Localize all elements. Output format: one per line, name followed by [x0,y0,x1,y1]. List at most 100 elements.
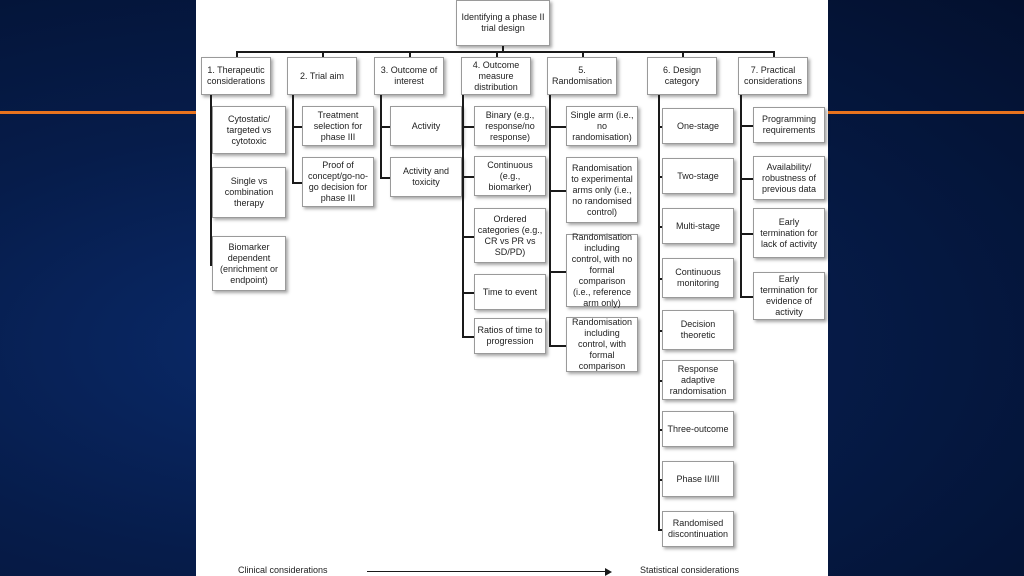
item-box-4-4-label: Time to event [482,286,538,297]
spine-line-5 [549,95,551,346]
branch-line-4-2 [462,176,474,178]
header-connector-3 [409,51,411,57]
accent-line-left [0,111,196,114]
item-box-5-4-label: Randomisation including control, with fo… [571,317,633,371]
branch-line-5-1 [549,126,566,128]
item-box-7-2-label: Availability/ robustness of previous dat… [761,161,817,194]
branch-line-2-2 [292,182,302,184]
branch-line-6-6 [658,380,662,382]
branch-line-6-8 [658,479,662,481]
footer-right-label: Statistical considerations [640,565,740,575]
root-connector [502,46,504,52]
item-box-5-1-label: Single arm (i.e., no randomisation) [570,109,634,142]
item-box-1-3: Biomarker dependent (enrichment or endpo… [212,236,286,291]
item-box-6-4: Continuous monitoring [662,258,734,298]
branch-line-4-5 [462,336,474,338]
item-box-4-3: Ordered categories (e.g., CR vs PR vs SD… [474,208,546,263]
branch-line-1-3 [210,263,212,266]
item-box-6-5-label: Decision theoretic [680,319,716,340]
column-header-7: 7. Practical considerations [738,57,808,95]
item-box-4-2-label: Continuous (e.g., biomarker) [487,159,533,192]
item-box-5-3: Randomisation including control, with no… [566,232,638,308]
branch-line-3-1 [380,126,390,128]
column-header-6: 6. Design category [647,57,717,95]
branch-line-6-4 [658,278,662,280]
item-box-6-6: Response adaptive randomisation [662,360,734,400]
item-box-6-3: Multi-stage [662,208,734,244]
item-box-6-8-label: Phase II/III [676,473,720,484]
header-connector-2 [322,51,324,57]
item-box-1-3-label: Biomarker dependent (enrichment or endpo… [219,241,279,285]
branch-line-5-4 [549,344,566,347]
item-box-2-1: Treatment selection for phase III [302,106,374,146]
branch-line-4-3 [462,235,474,238]
header-connector-5 [582,51,584,57]
column-header-1-label: 1. Therapeutic considerations [206,65,266,86]
column-header-3: 3. Outcome of interest [374,57,444,95]
item-box-4-4: Time to event [474,274,546,310]
item-box-6-4-label: Continuous monitoring [675,267,721,288]
header-connector-7 [773,51,775,57]
branch-line-4-1 [462,126,474,128]
footer-left-label: Clinical considerations [238,565,328,575]
spine-line-2 [292,95,294,183]
item-box-1-2-label: Single vs combination therapy [224,176,274,208]
item-box-7-4: Early termination for evidence of activi… [753,272,825,320]
branch-line-6-7 [658,429,662,431]
item-box-6-5: Decision theoretic [662,310,734,350]
branch-line-7-1 [740,125,753,127]
branch-line-6-1 [658,126,662,128]
item-box-5-1: Single arm (i.e., no randomisation) [566,106,638,146]
item-box-7-1-label: Programming requirements [761,114,817,135]
item-box-5-3-label: Randomisation including control, with no… [571,232,633,308]
branch-line-7-2 [740,178,753,180]
branch-line-1-2 [210,192,212,195]
column-header-5-label: 5. Randomisation [551,65,613,86]
item-box-2-2-label: Proof of concept/go-no-go decision for p… [307,160,369,203]
item-box-6-2: Two-stage [662,158,734,194]
item-box-1-1-label: Cytostatic/ targeted vs cytotoxic [226,113,272,146]
header-connector-4 [496,51,498,57]
spine-line-1 [210,95,212,265]
branch-line-7-3 [740,233,753,235]
item-box-6-1: One-stage [662,108,734,144]
branch-line-5-3 [549,270,566,273]
branch-line-6-3 [658,226,662,228]
header-connector-6 [682,51,684,57]
item-box-3-2-label: Activity and toxicity [402,166,450,187]
item-box-5-2: Randomisation to experimental arms only … [566,157,638,223]
column-header-1: 1. Therapeutic considerations [201,57,271,95]
item-box-4-5: Ratios of time to progression [474,318,546,354]
item-box-5-4: Randomisation including control, with fo… [566,317,638,372]
item-box-3-2: Activity and toxicity [390,157,462,197]
branch-line-6-2 [658,176,662,178]
column-header-5: 5. Randomisation [547,57,617,95]
item-box-4-2: Continuous (e.g., biomarker) [474,156,546,196]
item-box-1-2: Single vs combination therapy [212,167,286,218]
root-box-label: Identifying a phase II trial design [461,12,545,33]
item-box-6-7: Three-outcome [662,411,734,447]
item-box-6-1-label: One-stage [676,120,720,131]
branch-line-6-5 [658,330,662,332]
item-box-3-1: Activity [390,106,462,146]
diagram-sheet: Identifying a phase II trial design 1. Th… [196,0,828,576]
item-box-4-1: Binary (e.g., response/no response) [474,106,546,146]
branch-line-3-2 [380,177,390,179]
item-box-7-3: Early termination for lack of activity [753,208,825,258]
root-box: Identifying a phase II trial design [456,0,550,46]
direction-arrow-line [367,571,607,572]
item-box-7-1: Programming requirements [753,107,825,143]
spine-line-4 [462,95,464,337]
item-box-4-1-label: Binary (e.g., response/no response) [485,109,535,142]
item-box-4-5-label: Ratios of time to progression [477,325,543,346]
item-box-7-3-label: Early termination for lack of activity [760,216,818,249]
item-box-2-1-label: Treatment selection for phase III [313,109,363,142]
spine-line-6 [658,95,660,530]
column-header-6-label: 6. Design category [662,65,702,86]
item-box-6-9: Randomised discontinuation [662,511,734,547]
column-header-4: 4. Outcome measure distribution [461,57,531,95]
branch-line-4-4 [462,292,474,294]
item-box-6-8: Phase II/III [662,461,734,497]
item-box-3-1-label: Activity [411,120,441,131]
spine-line-7 [740,95,742,297]
